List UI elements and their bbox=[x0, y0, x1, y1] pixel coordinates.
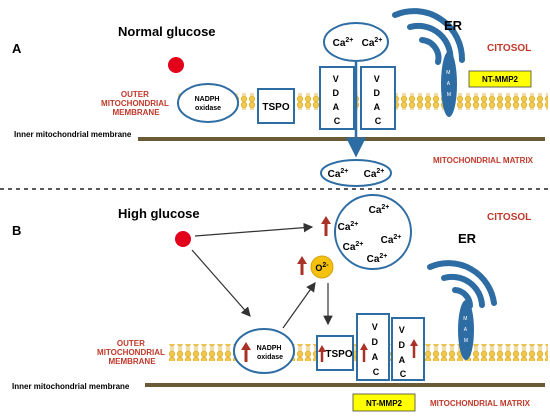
vdac-1-increase-arrow-icon bbox=[360, 343, 368, 362]
vdac-2-increase-arrow-icon bbox=[410, 339, 418, 358]
superoxide-radical bbox=[310, 255, 334, 279]
panel-a-letter: A bbox=[12, 41, 22, 56]
matrix-label-b: MITOCHONDRIAL MATRIX bbox=[430, 399, 531, 408]
tspo-a bbox=[257, 88, 295, 124]
mam-label-b: M A M bbox=[463, 316, 469, 344]
mam-label-a: M A M bbox=[446, 70, 452, 98]
glucose-molecule-a bbox=[168, 57, 184, 73]
mam-tether-b bbox=[458, 300, 474, 360]
nadph-oxidase-b bbox=[233, 328, 295, 374]
er-structure-b bbox=[427, 260, 497, 309]
superoxide-label: O2- bbox=[315, 262, 329, 273]
calcium-increase-arrow-icon bbox=[321, 216, 331, 236]
glucose-to-nadph-arrow bbox=[191, 249, 251, 317]
panel-a-heading: Normal glucose bbox=[118, 24, 216, 39]
tspo-increase-arrow-icon bbox=[318, 345, 326, 362]
mam-tether-a bbox=[441, 51, 457, 117]
calcium-label-b-4: Ca2+ bbox=[343, 241, 364, 253]
nadph-increase-arrow-icon bbox=[241, 342, 251, 362]
calcium-pool-cytosol-b bbox=[334, 194, 412, 270]
nadph-to-superoxide-arrow bbox=[282, 282, 316, 329]
panel-b-heading: High glucose bbox=[118, 206, 200, 221]
nt-mmp2-label-b: NT-MMP2 bbox=[366, 399, 403, 408]
vdac-1-a bbox=[319, 66, 355, 130]
panel-b-letter: B bbox=[12, 223, 21, 238]
vdac-2-b bbox=[391, 317, 425, 381]
calcium-label-b-1: Ca2+ bbox=[369, 204, 390, 216]
inner-membrane-label-b: Inner mitochondrial membrane bbox=[12, 382, 130, 391]
calcium-label-b-2: Ca2+ bbox=[338, 221, 359, 233]
calcium-label-cytosol-a-2: Ca2+ bbox=[362, 37, 383, 49]
er-label-b: ER bbox=[458, 231, 477, 246]
panel-b-citosol-label: CITOSOL bbox=[487, 212, 531, 223]
vdac-2-label-a: V D A C bbox=[373, 74, 382, 126]
panel-b: B High glucose CITOSOL Ca2+ Ca2+ Ca2+ Ca… bbox=[12, 194, 548, 412]
er-label-a: ER bbox=[444, 18, 463, 33]
glucose-to-calcium-arrow bbox=[194, 222, 314, 237]
vdac-1-label-b: V D A C bbox=[371, 322, 380, 377]
calcium-pool-matrix-a bbox=[320, 159, 392, 187]
outer-membrane-label-b: OUTER MITOCHONDRIAL MEMBRANE bbox=[97, 339, 167, 366]
calcium-label-cytosol-a-1: Ca2+ bbox=[333, 37, 354, 49]
panel-a-citosol-label: CITOSOL bbox=[487, 43, 531, 54]
inner-membrane-label-a: Inner mitochondrial membrane bbox=[14, 130, 132, 139]
calcium-label-matrix-a-2: Ca2+ bbox=[364, 168, 385, 180]
vdac-1-label-a: V D A C bbox=[332, 74, 341, 126]
glucose-molecule-b bbox=[175, 231, 191, 247]
calcium-pool-cytosol-a bbox=[323, 22, 389, 62]
vdac-2-label-b: V D A C bbox=[398, 325, 407, 379]
nt-mmp2-label-a: NT-MMP2 bbox=[482, 75, 519, 84]
calcium-label-b-5: Ca2+ bbox=[367, 253, 388, 265]
nt-mmp2-box-b bbox=[352, 393, 416, 412]
nadph-oxidase-a bbox=[177, 83, 239, 123]
tspo-label-a: TSPO bbox=[262, 102, 289, 113]
superoxide-increase-arrow-icon bbox=[297, 256, 307, 275]
tspo-label-b: TSPO bbox=[325, 349, 352, 360]
matrix-label-a: MITOCHONDRIAL MATRIX bbox=[433, 156, 534, 165]
nt-mmp2-box-a bbox=[468, 70, 532, 88]
vdac-2-a bbox=[360, 66, 396, 130]
panel-a: A Normal glucose CITOSOL OUTER MITOCHOND… bbox=[12, 8, 548, 187]
outer-membrane-label-a: OUTER MITOCHONDRIAL MEMBRANE bbox=[101, 90, 171, 117]
nadph-oxidase-label-a: NADPH oxidase bbox=[195, 96, 222, 112]
nadph-oxidase-label-b: NADPH oxidase bbox=[257, 345, 284, 361]
calcium-label-b-3: Ca2+ bbox=[381, 234, 402, 246]
calcium-label-matrix-a-1: Ca2+ bbox=[328, 168, 349, 180]
